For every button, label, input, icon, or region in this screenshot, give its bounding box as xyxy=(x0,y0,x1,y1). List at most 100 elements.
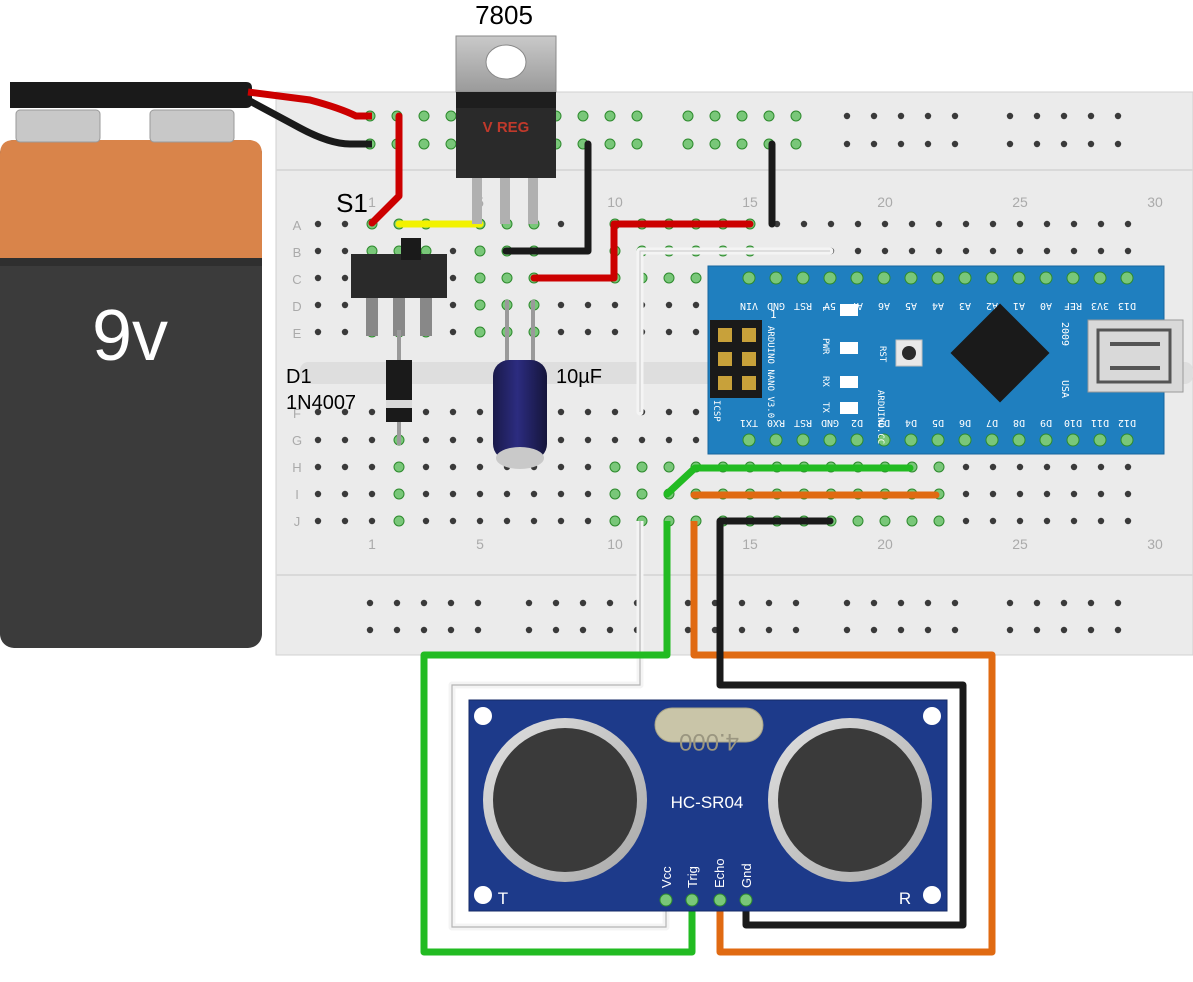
sensor-pin-trig xyxy=(685,893,699,907)
breadboard-hole xyxy=(557,408,565,416)
arduino-pin-labels-bottom: D12 D11 D10 D9 D8 D7 D6 D5 D4 D3 D2 GND … xyxy=(740,417,1136,428)
col-number-top-25: 25 xyxy=(1012,194,1028,210)
breadboard-hole xyxy=(870,599,878,607)
arduino-pin xyxy=(985,271,999,285)
capacitor-base xyxy=(496,447,544,469)
regulator-label: V REG xyxy=(483,119,530,136)
breadboard-hole xyxy=(736,110,748,122)
breadboard-hole xyxy=(843,112,851,120)
breadboard-hole xyxy=(474,599,482,607)
breadboard-hole xyxy=(449,490,457,498)
col-number-bottom-5: 5 xyxy=(476,536,484,552)
switch-pin-2 xyxy=(393,298,405,336)
breadboard-hole xyxy=(1124,463,1132,471)
breadboard-hole xyxy=(609,515,621,527)
row-labels: A B C D E F G H I J xyxy=(292,218,302,529)
pin-label-bottom: D9 xyxy=(1040,417,1052,428)
breadboard-hole xyxy=(341,301,349,309)
breadboard-hole xyxy=(663,272,675,284)
arduino-pin xyxy=(823,271,837,285)
breadboard-hole xyxy=(420,599,428,607)
breadboard-hole xyxy=(368,517,376,525)
breadboard-hole xyxy=(449,517,457,525)
breadboard-hole xyxy=(1124,517,1132,525)
breadboard-hole xyxy=(606,599,614,607)
pin-label-bottom: TX1 xyxy=(740,417,758,428)
breadboard-hole xyxy=(1087,140,1095,148)
arduino-pin xyxy=(1039,271,1053,285)
breadboard-hole xyxy=(1016,220,1024,228)
breadboard-hole xyxy=(1006,140,1014,148)
breadboard-hole xyxy=(665,301,673,309)
breadboard-hole xyxy=(341,220,349,228)
breadboard-hole xyxy=(557,490,565,498)
breadboard-hole xyxy=(989,517,997,525)
arduino-pin xyxy=(1120,271,1134,285)
breadboard-hole xyxy=(577,110,589,122)
battery-clip xyxy=(10,82,252,108)
arduino-pin xyxy=(1066,271,1080,285)
arduino-pin xyxy=(958,271,972,285)
icsp-pin xyxy=(718,352,732,366)
breadboard-hole xyxy=(606,626,614,634)
breadboard-hole xyxy=(501,272,513,284)
diode-name: D1 xyxy=(286,366,312,388)
pin-label-top: A1 xyxy=(1013,300,1025,311)
switch-pin-1 xyxy=(366,298,378,336)
arduino-pin xyxy=(1012,271,1026,285)
arduino-pin xyxy=(931,433,945,447)
breadboard-hole xyxy=(924,112,932,120)
breadboard-hole xyxy=(636,488,648,500)
wire-green-sensor xyxy=(420,521,696,956)
icsp-pin xyxy=(742,352,756,366)
breadboard-hole xyxy=(611,408,619,416)
breadboard-hole xyxy=(951,599,959,607)
breadboard-hole xyxy=(1043,490,1051,498)
breadboard-hole xyxy=(1097,463,1105,471)
led-label-pwr: PWR xyxy=(820,338,830,355)
breadboard-hole xyxy=(449,436,457,444)
pin-label-top: REF xyxy=(1064,300,1082,311)
breadboard-hole xyxy=(738,599,746,607)
switch-body xyxy=(351,254,447,298)
wire-red-switch xyxy=(368,112,403,227)
breadboard-hole xyxy=(1124,490,1132,498)
arduino-nano: D13 3V3 REF A0 A1 A2 A3 A4 A5 A6 A7 5V R… xyxy=(707,265,1184,455)
sensor-mount-hole-br xyxy=(923,886,941,904)
arduino-pin xyxy=(769,433,783,447)
led-rx xyxy=(840,376,858,388)
breadboard-hole xyxy=(341,490,349,498)
arduino-leds: L PWR RX TX ARDUINO.CC xyxy=(820,304,885,444)
slide-switch: S1 xyxy=(336,188,447,336)
arduino-pin xyxy=(904,271,918,285)
breadboard-hole xyxy=(951,112,959,120)
arduino-pin xyxy=(796,271,810,285)
arduino-pin xyxy=(1066,433,1080,447)
breadboard-hole xyxy=(989,220,997,228)
breadboard-hole xyxy=(393,488,405,500)
diode-body xyxy=(386,360,412,422)
led-label-tx: TX xyxy=(820,402,830,413)
breadboard-hole xyxy=(1043,220,1051,228)
breadboard-hole xyxy=(962,247,970,255)
row-label-h: H xyxy=(292,460,301,475)
breadboard-hole xyxy=(609,461,621,473)
breadboard-hole xyxy=(908,220,916,228)
breadboard-hole xyxy=(503,517,511,525)
breadboard-hole xyxy=(393,626,401,634)
pin-label-bottom: D3 xyxy=(878,417,890,428)
breadboard-hole xyxy=(314,463,322,471)
breadboard-hole xyxy=(1033,112,1041,120)
breadboard-hole xyxy=(1006,112,1014,120)
breadboard-hole xyxy=(604,138,616,150)
pin-label-top: A0 xyxy=(1040,300,1052,311)
sensor-r-label: R xyxy=(899,889,911,908)
breadboard-hole xyxy=(449,247,457,255)
breadboard-hole xyxy=(1070,463,1078,471)
battery-terminal-left xyxy=(15,109,101,143)
breadboard-hole xyxy=(852,515,864,527)
breadboard-hole xyxy=(314,328,322,336)
breadboard-hole xyxy=(341,463,349,471)
breadboard-hole xyxy=(897,626,905,634)
